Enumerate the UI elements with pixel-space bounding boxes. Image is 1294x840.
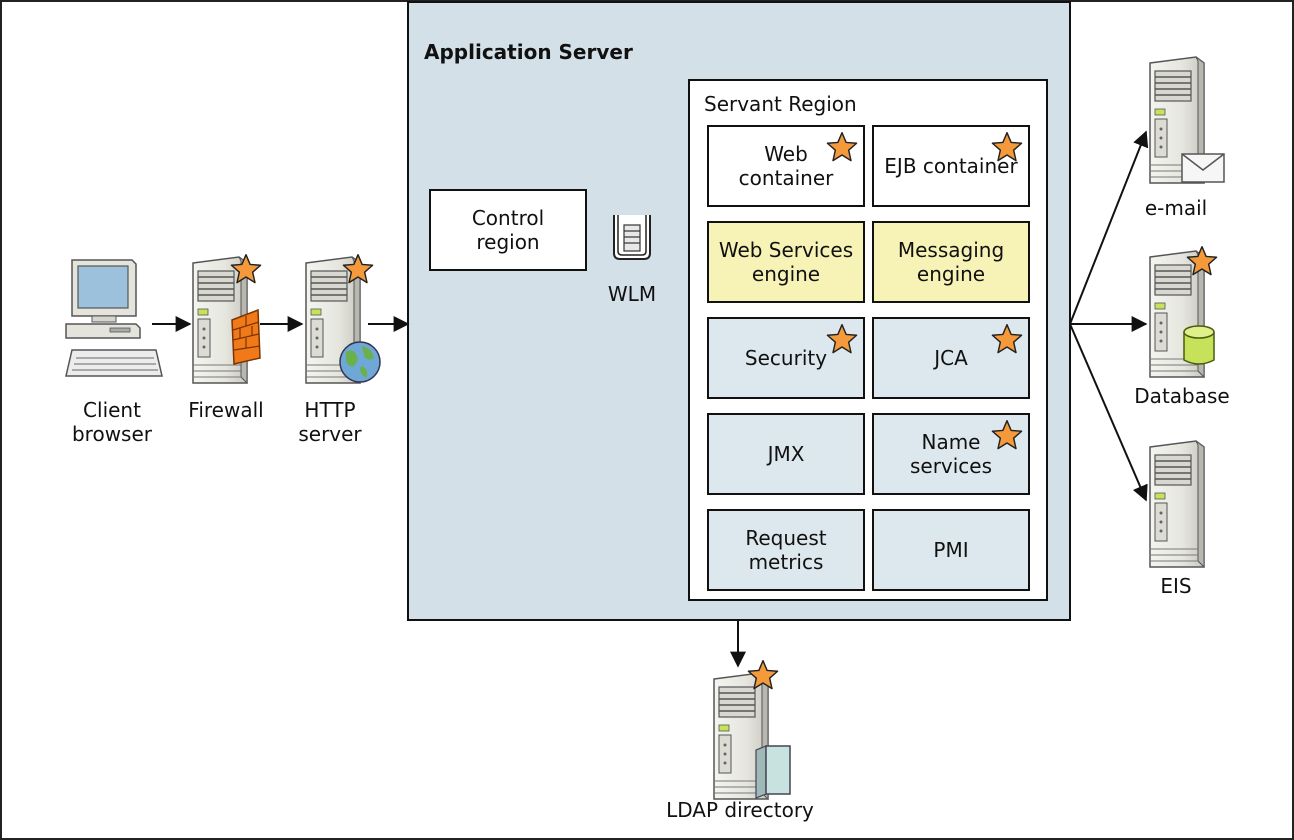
servant-cell <box>872 221 1030 303</box>
book-icon <box>755 745 791 799</box>
wlm-label: WLM <box>607 282 657 306</box>
database-label: Database <box>1134 384 1230 408</box>
globe-icon <box>339 341 381 383</box>
servant-cells <box>707 125 1030 591</box>
desktop-computer-icon <box>65 259 163 377</box>
servant-region-title: Servant Region <box>704 92 857 116</box>
servant-cell <box>707 221 865 303</box>
servant-cell-label: Messaging engine <box>897 238 1005 286</box>
servant-cell-label: Security <box>744 346 828 370</box>
servant-cell-label: Name services <box>909 430 993 478</box>
servant-cell-label: Web container <box>738 142 834 190</box>
servant-cell-label: JCA <box>934 346 968 370</box>
servant-cell-label: Request metrics <box>745 526 827 574</box>
servant-cell-label: EJB container <box>884 154 1018 178</box>
eis-server <box>1149 440 1205 568</box>
firewall-icon <box>231 308 261 365</box>
wlm-icon <box>613 215 651 260</box>
http-server <box>305 256 381 384</box>
app-server-title: Application Server <box>424 40 633 64</box>
servant-cell <box>707 509 865 591</box>
email-server <box>1149 56 1225 184</box>
database-cylinder-icon <box>1183 325 1215 365</box>
servant-cell <box>872 317 1030 399</box>
eis-label: EIS <box>1160 574 1192 598</box>
servant-cell-label: PMI <box>933 538 969 562</box>
servant-cell <box>872 509 1030 591</box>
servant-cell-label: Web Services engine <box>718 238 854 286</box>
arrow-to-eis <box>1069 323 1148 502</box>
servant-cell <box>872 413 1030 495</box>
servant-cell <box>872 125 1030 207</box>
servant-cell <box>707 413 865 495</box>
servant-cell-label: JMX <box>767 442 805 466</box>
http-server-label: HTTP server <box>298 398 362 446</box>
control-region-label: Control region <box>471 206 545 254</box>
servant-cell <box>707 317 865 399</box>
database-server <box>1149 250 1215 378</box>
envelope-icon <box>1181 153 1225 183</box>
firewall-label: Firewall <box>188 398 264 422</box>
ldap-server <box>713 672 791 800</box>
servant-cell <box>707 125 865 207</box>
firewall-server <box>192 256 261 384</box>
client-browser-label: Client browser <box>71 398 153 446</box>
email-label: e-mail <box>1144 196 1208 220</box>
arrow-to-email <box>1069 130 1149 325</box>
control-region-box <box>429 189 587 271</box>
ldap-directory-label: LDAP directory <box>666 798 814 822</box>
connectors <box>152 130 1149 668</box>
server-icon <box>1149 440 1205 568</box>
